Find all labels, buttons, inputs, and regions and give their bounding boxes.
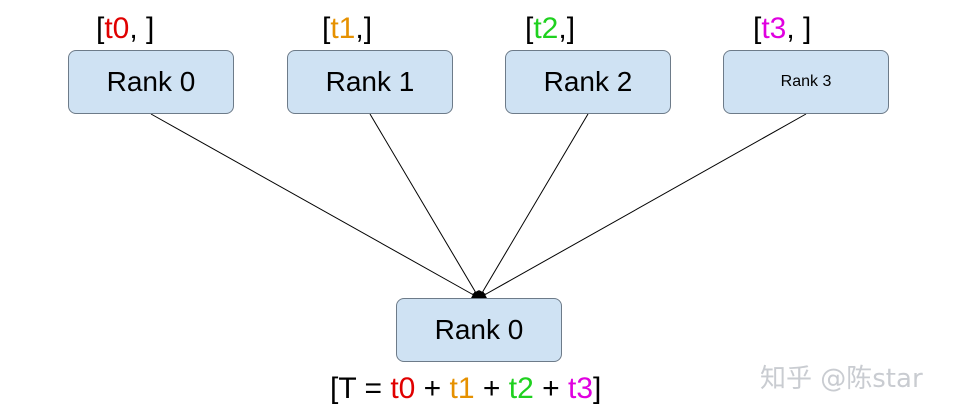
edge-rank0-to-target (150, 113, 480, 299)
node-label: Rank 1 (325, 66, 415, 97)
equation-term-t1: t1 (449, 372, 475, 405)
node-label: Rank 0 (434, 314, 524, 345)
tuple-suffix: , ] (786, 12, 812, 45)
tuple-suffix: , ] (129, 12, 155, 45)
tuple-suffix: ,] (558, 12, 576, 45)
target-node-rank-0: Rank 0 (396, 298, 562, 362)
edge-rank2-to-target (478, 113, 589, 299)
tuple-rank-3: [t3, ] (753, 12, 812, 45)
tuple-token-t3: t3 (761, 12, 787, 45)
source-node-rank-2: Rank 2 (505, 50, 671, 114)
sum-equation: [T = t0 + t1 + t2 + t3] (330, 372, 601, 406)
equation-plus: + (474, 372, 509, 405)
equation-plus: + (415, 372, 450, 405)
tuple-token-t1: t1 (330, 12, 356, 45)
source-node-rank-3: Rank 3 (723, 50, 889, 114)
tuple-suffix: ,] (355, 12, 373, 45)
tuple-rank-2: [t2,] (525, 12, 576, 45)
source-node-rank-1: Rank 1 (287, 50, 453, 114)
source-node-rank-0: Rank 0 (68, 50, 234, 114)
watermark-text: 知乎 @陈star (760, 364, 923, 394)
tuple-token-t2: t2 (533, 12, 559, 45)
node-label: Rank 3 (780, 73, 832, 90)
equation-term-t2: t2 (508, 372, 534, 405)
equation-open: [T = (330, 372, 391, 405)
tuple-rank-1: [t1,] (322, 12, 373, 45)
node-label: Rank 0 (106, 66, 196, 97)
equation-plus: + (533, 372, 569, 405)
edge-rank1-to-target (369, 113, 480, 299)
equation-term-t0: t0 (390, 372, 416, 405)
node-label: Rank 2 (543, 66, 633, 97)
tuple-rank-0: [t0, ] (96, 12, 155, 45)
edge-rank3-to-target (478, 113, 807, 299)
equation-term-t3: t3 (568, 372, 594, 405)
tuple-token-t0: t0 (104, 12, 130, 45)
equation-close: ] (593, 372, 602, 405)
